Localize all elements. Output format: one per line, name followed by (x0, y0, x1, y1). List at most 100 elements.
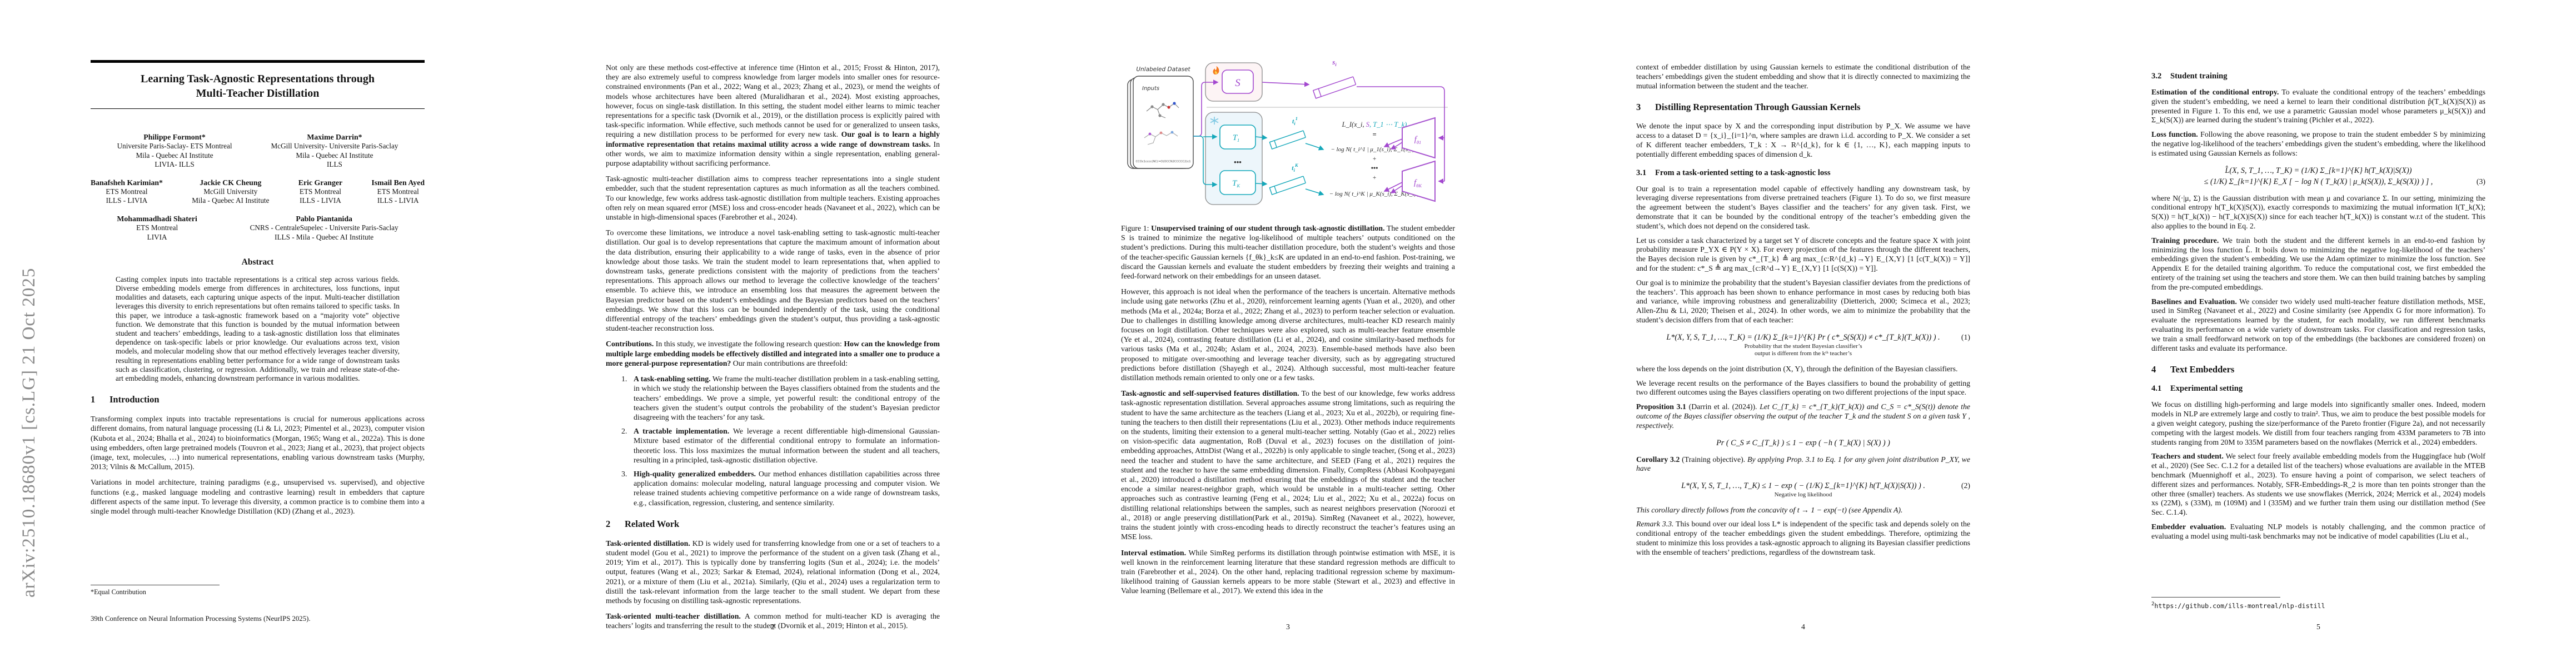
paragraph-lead: Task-oriented distillation. (606, 539, 690, 547)
subsection-number: 3.2 (2151, 72, 2162, 81)
inputs-label: Inputs (1142, 86, 1159, 92)
subsection-title: Student training (2170, 72, 2228, 81)
paragraph: Embedder evaluation. Evaluating NLP mode… (2151, 522, 2485, 541)
list-item-lead: A tractable implementation. (634, 427, 730, 436)
page-2: Not only are these methods cost-effectiv… (515, 0, 1030, 667)
teacher-embedding-bar-1: ti1 (1269, 116, 1306, 150)
section-title: Introduction (109, 394, 160, 405)
teacher-1-label: T1 (1233, 133, 1240, 143)
snowflake-icon (1210, 117, 1219, 125)
section-title: Distilling Representation Through Gaussi… (1655, 102, 1861, 113)
page-3: Unlabeled Dataset Inputs (1030, 0, 1546, 667)
equation-1-annotation: output is different from the kᵗʰ teacher… (1754, 350, 1852, 357)
paragraph-text: Not only are these methods cost-effectiv… (606, 63, 940, 139)
paragraph: Estimation of the conditional entropy. T… (2151, 88, 2485, 125)
subsection-3-2-heading: 3.2 Student training (2151, 72, 2485, 81)
card-front (1133, 76, 1194, 169)
proposition-equation: Pr ( C_S ≠ C_{T_k} ) ≤ 1 − exp ( −h ( T_… (1636, 437, 1970, 449)
footnote-marker: 2 (2151, 601, 2155, 607)
paragraph: where the loss depends on the joint dist… (1636, 364, 1958, 373)
list-item-lead: High-quality generalized embedders. (634, 469, 756, 478)
abstract-heading: Abstract (241, 257, 274, 267)
loss-plus-2: + (1372, 175, 1377, 181)
paragraph: Our goal is to minimize the probability … (1636, 278, 1970, 324)
author-affiliation: McGill University (203, 187, 258, 196)
paragraph: Transforming complex inputs into tractab… (91, 415, 425, 471)
paragraph-text: Evaluating NLP models is notably challen… (2151, 522, 2485, 540)
paragraph: However, this approach is not ideal when… (1121, 287, 1455, 382)
paragraph-text: Our method enhances distillation capabil… (634, 469, 940, 507)
paragraph-lead: Loss function. (2151, 130, 2198, 139)
author-block: Mohammadhadi Shateri ETS Montreal LIVIA (117, 214, 197, 241)
teachers-ellipsis: ••• (1234, 158, 1242, 166)
paper-title-line1: Learning Task-Agnostic Representations t… (141, 72, 375, 85)
teacher-embedding-bar-K: tiK (1269, 162, 1306, 195)
corollary-ref: (Training objective). (1680, 455, 1747, 464)
molecule-sketch-1 (1146, 102, 1179, 118)
f-theta-K-label: fθK (1414, 178, 1422, 188)
paragraph-text: To the best of our knowledge, few works … (1121, 389, 1456, 541)
t-i-1-label: ti1 (1292, 116, 1298, 126)
paragraph-lead: Estimation of the conditional entropy. (2151, 88, 2279, 96)
author-block: Maxime Darrin* McGill University- Univer… (271, 132, 398, 169)
paper-title: Learning Task-Agnostic Representations t… (91, 72, 425, 101)
remark-3-3: Remark 3.3. This bound over our ideal lo… (1636, 520, 1970, 557)
paragraph-text: We consider two widely used multi-teache… (2151, 297, 2485, 352)
remark-text: This bound over our ideal loss L* is ind… (1636, 520, 1970, 556)
page-5: 3.2 Student training Estimation of the co… (2061, 0, 2576, 667)
author-affiliation: CNRS - CentraleSupelec - Universite Pari… (250, 223, 398, 232)
authors-row-2: Banafsheh Karimian* ETS Montreal ILLS - … (91, 178, 425, 205)
paragraph-text: In this study, we investigate the follow… (654, 340, 844, 349)
abstract-text: Casting complex inputs into tractable re… (116, 275, 400, 382)
equation-2-annotation: Negative log likelihood (1774, 491, 1832, 499)
page-number: 2 (771, 623, 775, 631)
gaussian-head-1: fθ1 (1402, 117, 1436, 159)
list-item-text: A task-enabling setting. We frame the mu… (634, 374, 940, 422)
github-footnote: 2https://github.com/ills-montreal/nlp-di… (2151, 600, 2485, 610)
paragraph-lead: Embedder evaluation. (2151, 522, 2226, 531)
footnote-url: https://github.com/ills-montreal/nlp-dis… (2154, 601, 2325, 610)
author-name: Maxime Darrin* (307, 133, 362, 142)
author-affiliation: LIVIA (147, 232, 167, 241)
author-affiliation: ILLS (327, 160, 342, 168)
paper-title-line2: Multi-Teacher Distillation (196, 87, 320, 99)
paragraph-text: To evaluate the conditional entropy of t… (2151, 88, 2485, 125)
loss-expression: L_I(x_i, S, T_1 ⋯ T_k) = − log N( t_i^1 … (1329, 121, 1420, 197)
author-name: Banafsheh Karimian* (91, 178, 163, 187)
section-title: Related Work (625, 518, 680, 529)
proposition-ref: (Darrin et al. (2024)). (1686, 402, 1760, 411)
student-label: S (1235, 77, 1240, 89)
authors-row-3: Mohammadhadi Shateri ETS Montreal LIVIA … (91, 214, 425, 241)
section-title: Text Embedders (2170, 364, 2235, 375)
teacher-container: T1 ••• TK (1205, 112, 1263, 205)
author-name: Mohammadhadi Shateri (117, 215, 197, 223)
subsection-title: From a task-oriented setting to a task-a… (1655, 168, 1831, 177)
list-item-lead: A task-enabling setting. (634, 375, 711, 384)
author-name: Pablo Piantanida (296, 215, 352, 223)
corollary-3-2: Corollary 3.2 (Training objective). By a… (1636, 455, 1970, 474)
paragraph: Task-agnostic and self-supervised featur… (1121, 389, 1455, 541)
paragraph: We focus on distilling high-performing a… (2151, 400, 2485, 446)
paragraph-text: We leverage a recent differentiable high… (634, 427, 940, 464)
figure-1-caption: Figure 1: Unsupervised training of our s… (1121, 223, 1455, 281)
caption-text: The student embedder S is trained to min… (1121, 224, 1456, 281)
author-affiliation: McGill University- Universite Paris-Sacl… (271, 142, 398, 151)
teacherK-to-bar-arrow (1255, 181, 1268, 187)
teacher-K-label: TK (1232, 179, 1240, 188)
subsection-number: 4.1 (2151, 384, 2162, 394)
title-rule-top (91, 60, 425, 63)
caption-bold: Unsupervised training of our student thr… (1151, 224, 1385, 232)
author-block: Eric Granger ETS Montreal ILLS - LIVIA (298, 178, 342, 205)
paragraph: Our goal is to train a representation mo… (1636, 184, 1970, 230)
paragraph: Variations in model architecture, traini… (91, 478, 425, 515)
footnote-block: *Equal Contribution (91, 585, 425, 596)
list-item: 1. A task-enabling setting. We frame the… (606, 374, 940, 422)
bold-inline: How can the knowledge from multiple larg… (606, 340, 940, 367)
title-rule-bottom (91, 108, 425, 109)
unlabeled-dataset-cards: Unlabeled Dataset Inputs (1127, 66, 1194, 169)
proposition-lead: Proposition 3.1 (1636, 402, 1686, 411)
s-i-label: si (1332, 58, 1337, 67)
equation-2-number: (2) (1961, 481, 1970, 490)
paragraph-text: KD is widely used for transferring knowl… (606, 539, 940, 605)
